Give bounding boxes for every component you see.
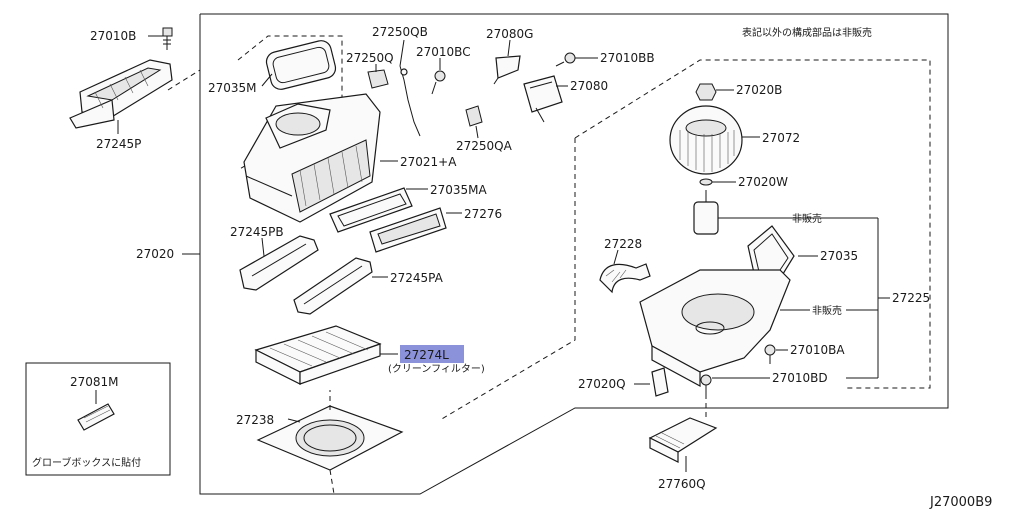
- actuator-27080-part: [523, 75, 563, 123]
- glovebox-note: グローブボックスに貼付: [32, 456, 141, 469]
- module-27760Q-part: [648, 417, 718, 463]
- seal-27035M-part: [265, 40, 337, 90]
- blower-subassembly-frame: [574, 59, 931, 389]
- duct-27245P-part: [69, 59, 173, 129]
- label-27035M[interactable]: 27035M: [208, 81, 257, 95]
- highlight-27274L: [400, 345, 464, 363]
- washer-27020W-part: [699, 178, 713, 186]
- link-27250Q-part: [367, 69, 389, 89]
- filter-27274L-part: [254, 325, 382, 385]
- label-27020W[interactable]: 27020W: [738, 175, 788, 189]
- label-27035MA[interactable]: 27035MA: [430, 183, 488, 197]
- blower-case-part: [639, 269, 791, 388]
- label-27010BB[interactable]: 27010BB: [600, 51, 655, 65]
- screw-27010BD-part: [700, 374, 712, 394]
- label-27276[interactable]: 27276: [464, 207, 502, 221]
- label-27238[interactable]: 27238: [236, 413, 274, 427]
- label-27250Q[interactable]: 27250Q: [346, 51, 394, 65]
- label-27225[interactable]: 27225: [892, 291, 930, 305]
- duct-27245PA-part: [293, 257, 373, 315]
- label-27250QB[interactable]: 27250QB: [372, 25, 428, 39]
- label-27010BA[interactable]: 27010BA: [790, 343, 845, 357]
- label-27010B[interactable]: 27010B: [90, 29, 136, 43]
- label-27035[interactable]: 27035: [820, 249, 858, 263]
- label-not-sold-2: 非販売: [812, 304, 842, 317]
- label-27245P[interactable]: 27245P: [96, 137, 141, 151]
- label-27274L[interactable]: 27274L: [404, 348, 449, 362]
- label-27020Q[interactable]: 27020Q: [578, 377, 626, 391]
- bracket-27080G-part: [493, 55, 521, 85]
- label-27080[interactable]: 27080: [570, 79, 608, 93]
- upper-case-frame: [237, 35, 343, 171]
- glovebox-label-frame: [25, 362, 171, 476]
- blower-frame-left: [439, 138, 576, 421]
- label-27020B[interactable]: 27020B: [736, 83, 782, 97]
- label-27274L-note: (クリーンフィルター): [388, 363, 485, 375]
- label-27081M[interactable]: 27081M: [70, 375, 119, 389]
- header-note: 表記以外の構成部品は非販売: [742, 26, 872, 39]
- label-27245PB[interactable]: 27245PB: [230, 225, 284, 239]
- bolt-27010B-part: [162, 27, 173, 50]
- label-27760Q[interactable]: 27760Q: [658, 477, 706, 491]
- label-27021A[interactable]: 27021+A: [400, 155, 457, 169]
- drawing-reference: J27000B9: [929, 495, 992, 510]
- label-27080G[interactable]: 27080G: [486, 27, 533, 41]
- hose-27228-part: [599, 263, 651, 294]
- seal-27035MA-part: [329, 187, 413, 233]
- label-sticker-27081M-part: [77, 403, 115, 431]
- nut-27020B-part: [695, 83, 717, 101]
- motor-part: [693, 190, 719, 235]
- grille-27276-part: [369, 207, 447, 253]
- screw-27010BB-part: [555, 52, 576, 67]
- label-27245PA[interactable]: 27245PA: [390, 271, 444, 285]
- screw-27010BA-part: [764, 344, 776, 364]
- label-27010BD[interactable]: 27010BD: [772, 371, 828, 385]
- duct-27245PB-part: [239, 235, 319, 291]
- label-27010BC[interactable]: 27010BC: [416, 45, 471, 59]
- screw-27010BC-part: [431, 70, 446, 95]
- label-27228[interactable]: 27228: [604, 237, 642, 251]
- bracket-27020Q-part: [651, 367, 669, 397]
- label-27072[interactable]: 27072: [762, 131, 800, 145]
- tray-27238-part: [256, 405, 404, 471]
- label-27250QA[interactable]: 27250QA: [456, 139, 513, 153]
- link-27250QA-part: [465, 105, 483, 127]
- main-frame: [199, 13, 949, 495]
- lever-27250QB-part: [399, 65, 421, 137]
- fan-27072-part: [669, 105, 743, 175]
- label-not-sold-1: 非販売: [792, 212, 822, 225]
- label-27020[interactable]: 27020: [136, 247, 174, 261]
- intake-case-27021A-part: [243, 93, 381, 223]
